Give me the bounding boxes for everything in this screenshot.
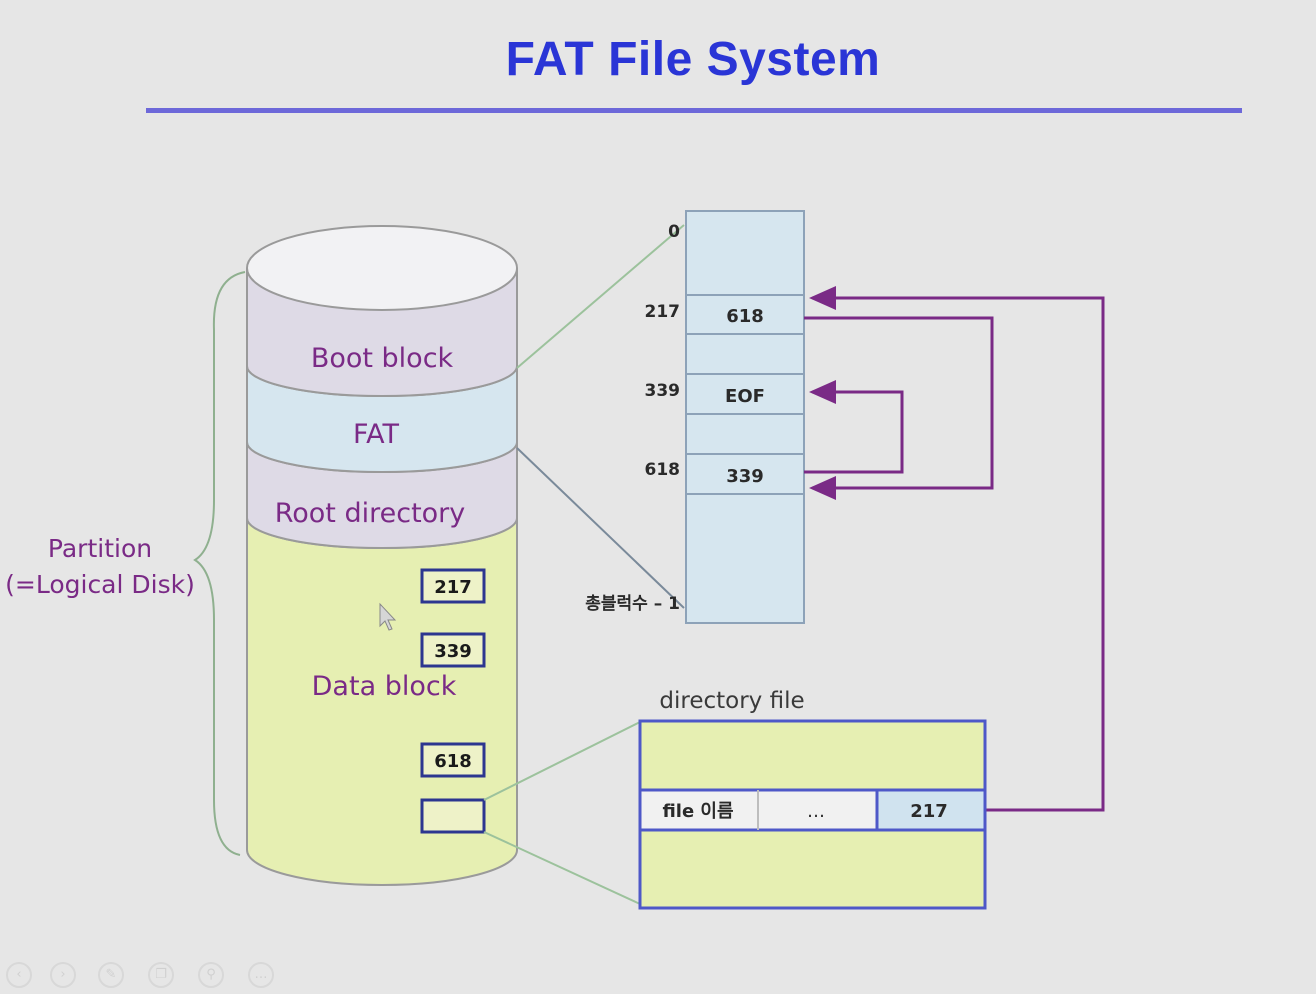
dir-zoom-line-bottom bbox=[483, 831, 641, 905]
boot-block-label: Boot block bbox=[311, 343, 454, 374]
data-block-618: 618 bbox=[420, 742, 486, 778]
directory-file-start-block-cell: 217 bbox=[910, 801, 948, 822]
partition-label: Partition bbox=[48, 534, 152, 563]
data-block-directory bbox=[420, 798, 486, 834]
data-block-label: Data block bbox=[312, 671, 457, 702]
directory-file-ellipsis-cell: … bbox=[807, 801, 825, 822]
data-block-339: 339 bbox=[420, 632, 486, 668]
slide-title: FAT File System bbox=[505, 33, 881, 86]
data-block-number: 618 bbox=[434, 751, 472, 772]
fat-entry-618: 339 bbox=[726, 466, 764, 487]
cylinder-top bbox=[246, 225, 518, 311]
directory-file-title: directory file bbox=[659, 688, 804, 714]
fat-zoom-line-bottom bbox=[516, 447, 685, 609]
chain-arrow-618-to-339 bbox=[804, 380, 904, 474]
root-directory-label: Root directory bbox=[275, 498, 466, 529]
copy-icon[interactable]: ❐ bbox=[148, 962, 174, 988]
partition-brace bbox=[193, 271, 246, 856]
zoom-icon[interactable]: ⚲ bbox=[198, 962, 224, 988]
directory-file-table: file 이름 … 217 bbox=[638, 719, 987, 910]
fat-index-0: 0 bbox=[668, 222, 680, 242]
more-icon[interactable]: … bbox=[248, 962, 274, 988]
data-block-number: 339 bbox=[434, 641, 472, 662]
cursor-icon bbox=[379, 602, 397, 631]
data-block-number: 217 bbox=[434, 577, 472, 598]
dir-to-fat-arrow bbox=[809, 286, 1105, 812]
fat-index-last: 총블럭수 – 1 bbox=[585, 594, 680, 614]
chain-arrow-217-to-618 bbox=[804, 316, 994, 500]
back-icon[interactable]: ‹ bbox=[6, 962, 32, 988]
fat-entry-339: EOF bbox=[725, 386, 765, 407]
fat-index-217: 217 bbox=[645, 302, 681, 322]
pen-icon[interactable]: ✎ bbox=[98, 962, 124, 988]
title-underline bbox=[146, 108, 1242, 113]
fat-index-618: 618 bbox=[645, 460, 681, 480]
fat-zoom-line-top bbox=[516, 224, 685, 369]
fat-table: 618 EOF 339 0 217 339 618 총블럭수 – 1 bbox=[585, 210, 805, 624]
dir-zoom-line-top bbox=[483, 721, 641, 801]
data-block-217: 217 bbox=[420, 568, 486, 604]
partition-sublabel: (=Logical Disk) bbox=[5, 570, 195, 599]
play-icon[interactable]: › bbox=[50, 962, 76, 988]
directory-file-name-cell: file 이름 bbox=[662, 801, 733, 822]
fat-index-339: 339 bbox=[645, 381, 681, 401]
fat-label: FAT bbox=[353, 419, 399, 450]
disk-cylinder: Boot block FAT Root directory Data block… bbox=[246, 225, 518, 886]
fat-entry-217: 618 bbox=[726, 306, 764, 327]
